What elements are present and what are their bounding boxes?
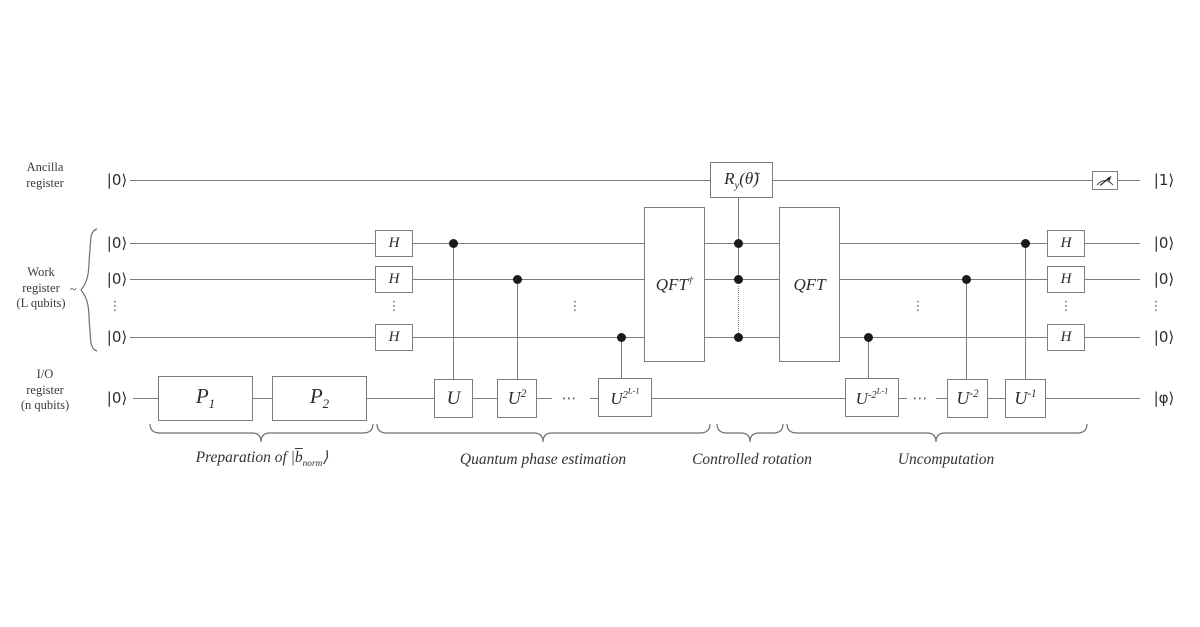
work-register-label: Work register (L qubits) bbox=[0, 265, 82, 312]
control-line-ry-dotted bbox=[738, 286, 739, 333]
work-input-ket-2: |0⟩ bbox=[106, 270, 128, 288]
control-dot bbox=[734, 333, 743, 342]
gate-label: Ry(θ̃) bbox=[724, 168, 759, 192]
label-line: (n qubits) bbox=[20, 398, 70, 412]
gate-h-right-1: H bbox=[1047, 230, 1085, 257]
work-wire-1 bbox=[130, 243, 1140, 244]
work-output-ket-1: |0⟩ bbox=[1153, 234, 1175, 252]
qpe-brace bbox=[376, 423, 711, 443]
control-dot bbox=[864, 333, 873, 342]
io-register-label: I/O register (n qubits) bbox=[2, 367, 88, 414]
control-line-u bbox=[453, 243, 454, 382]
gate-u-neg2: U-2 bbox=[947, 379, 988, 418]
control-dot bbox=[734, 275, 743, 284]
gate-h-left-1: H bbox=[375, 230, 413, 257]
gate-p2: P2 bbox=[272, 376, 367, 421]
gate-label: QFT bbox=[793, 274, 826, 294]
ancilla-output-ket: |1⟩ bbox=[1153, 171, 1175, 189]
ket-open: | bbox=[290, 449, 295, 466]
ket-subscript: norm bbox=[302, 459, 323, 470]
ellipsis-vertical: ⋮ bbox=[1149, 299, 1163, 314]
stage-text: Preparation of bbox=[195, 449, 291, 466]
control-dot bbox=[734, 239, 743, 248]
label-line: I/O bbox=[36, 367, 54, 381]
gate-qft: QFT bbox=[779, 207, 840, 362]
gate-qft-dagger: QFT† bbox=[644, 207, 705, 362]
gate-label: U-1 bbox=[1014, 388, 1037, 408]
work-output-ket-2: |0⟩ bbox=[1153, 270, 1175, 288]
control-line-u2l bbox=[621, 337, 622, 382]
stage-label-rotation: Controlled rotation bbox=[692, 451, 812, 468]
work-wire-2 bbox=[130, 279, 1140, 280]
work-input-ket-3: |0⟩ bbox=[106, 328, 128, 346]
io-wire-seg2 bbox=[590, 398, 907, 399]
work-wire-3 bbox=[130, 337, 1140, 338]
ellipsis-vertical: ⋮ bbox=[387, 299, 401, 314]
ancilla-wire bbox=[130, 180, 1140, 181]
control-line-uneg2 bbox=[966, 279, 967, 382]
control-dot bbox=[513, 275, 522, 284]
gate-h-right-3: H bbox=[1047, 324, 1085, 351]
control-line-uneg1 bbox=[1025, 243, 1026, 382]
io-output-ket: |φ⟩ bbox=[1153, 389, 1175, 407]
work-label-connector: ~ bbox=[70, 282, 77, 296]
gate-h-left-3: H bbox=[375, 324, 413, 351]
gate-label: P2 bbox=[309, 384, 330, 412]
io-input-ket: |0⟩ bbox=[106, 389, 128, 407]
stage-label-preparation: Preparation of |bnorm⟩ bbox=[142, 448, 382, 469]
stage-label-qpe: Quantum phase estimation bbox=[459, 451, 627, 468]
gate-ry: Ry(θ̃) bbox=[710, 162, 773, 198]
ellipsis-vertical: ⋮ bbox=[568, 299, 582, 314]
gate-label: U-2 bbox=[956, 388, 979, 408]
label-line: Work bbox=[27, 265, 55, 279]
label-line: register bbox=[26, 175, 64, 190]
ellipsis-horizontal: ⋯ bbox=[912, 389, 930, 407]
gate-u2: U2 bbox=[497, 379, 537, 418]
label-line: Ancilla bbox=[26, 160, 64, 174]
gate-label: U2 bbox=[507, 388, 527, 408]
control-line-u2 bbox=[517, 279, 518, 382]
gate-u-2l: U2L-1 bbox=[598, 378, 652, 417]
work-output-ket-3: |0⟩ bbox=[1153, 328, 1175, 346]
rotation-brace bbox=[716, 423, 784, 443]
gate-p1: P1 bbox=[158, 376, 253, 421]
control-dot bbox=[962, 275, 971, 284]
ket-close: ⟩ bbox=[322, 449, 329, 466]
ancilla-input-ket: |0⟩ bbox=[106, 171, 128, 189]
gate-label: QFT† bbox=[655, 274, 694, 294]
control-dot bbox=[617, 333, 626, 342]
ellipsis-vertical: ⋮ bbox=[1059, 299, 1073, 314]
measurement-icon bbox=[1096, 175, 1114, 186]
control-dot bbox=[1021, 239, 1030, 248]
ket-symbol: b bbox=[294, 449, 303, 466]
ancilla-register-label: Ancilla register bbox=[2, 160, 88, 191]
measurement-gate bbox=[1092, 171, 1118, 190]
gate-u-neg2l: U-2L-1 bbox=[845, 378, 899, 417]
gate-label: P1 bbox=[195, 384, 216, 412]
gate-u: U bbox=[434, 379, 473, 418]
uncomputation-brace bbox=[786, 423, 1088, 443]
control-dot bbox=[449, 239, 458, 248]
preparation-brace bbox=[149, 423, 374, 443]
label-line: register bbox=[22, 280, 60, 295]
ellipsis-horizontal: ⋯ bbox=[561, 389, 579, 407]
ellipsis-vertical: ⋮ bbox=[911, 299, 925, 314]
gate-label: U2L-1 bbox=[610, 385, 640, 409]
gate-h-right-2: H bbox=[1047, 266, 1085, 293]
label-line: register bbox=[26, 382, 64, 397]
gate-u-neg1: U-1 bbox=[1005, 379, 1046, 418]
control-line-uneg2l bbox=[868, 337, 869, 382]
ellipsis-vertical: ⋮ bbox=[108, 299, 122, 314]
stage-label-uncomputation: Uncomputation bbox=[897, 451, 995, 468]
gate-h-left-2: H bbox=[375, 266, 413, 293]
label-line: (L qubits) bbox=[16, 296, 66, 310]
work-input-ket-1: |0⟩ bbox=[106, 234, 128, 252]
gate-label: U-2L-1 bbox=[855, 385, 889, 409]
